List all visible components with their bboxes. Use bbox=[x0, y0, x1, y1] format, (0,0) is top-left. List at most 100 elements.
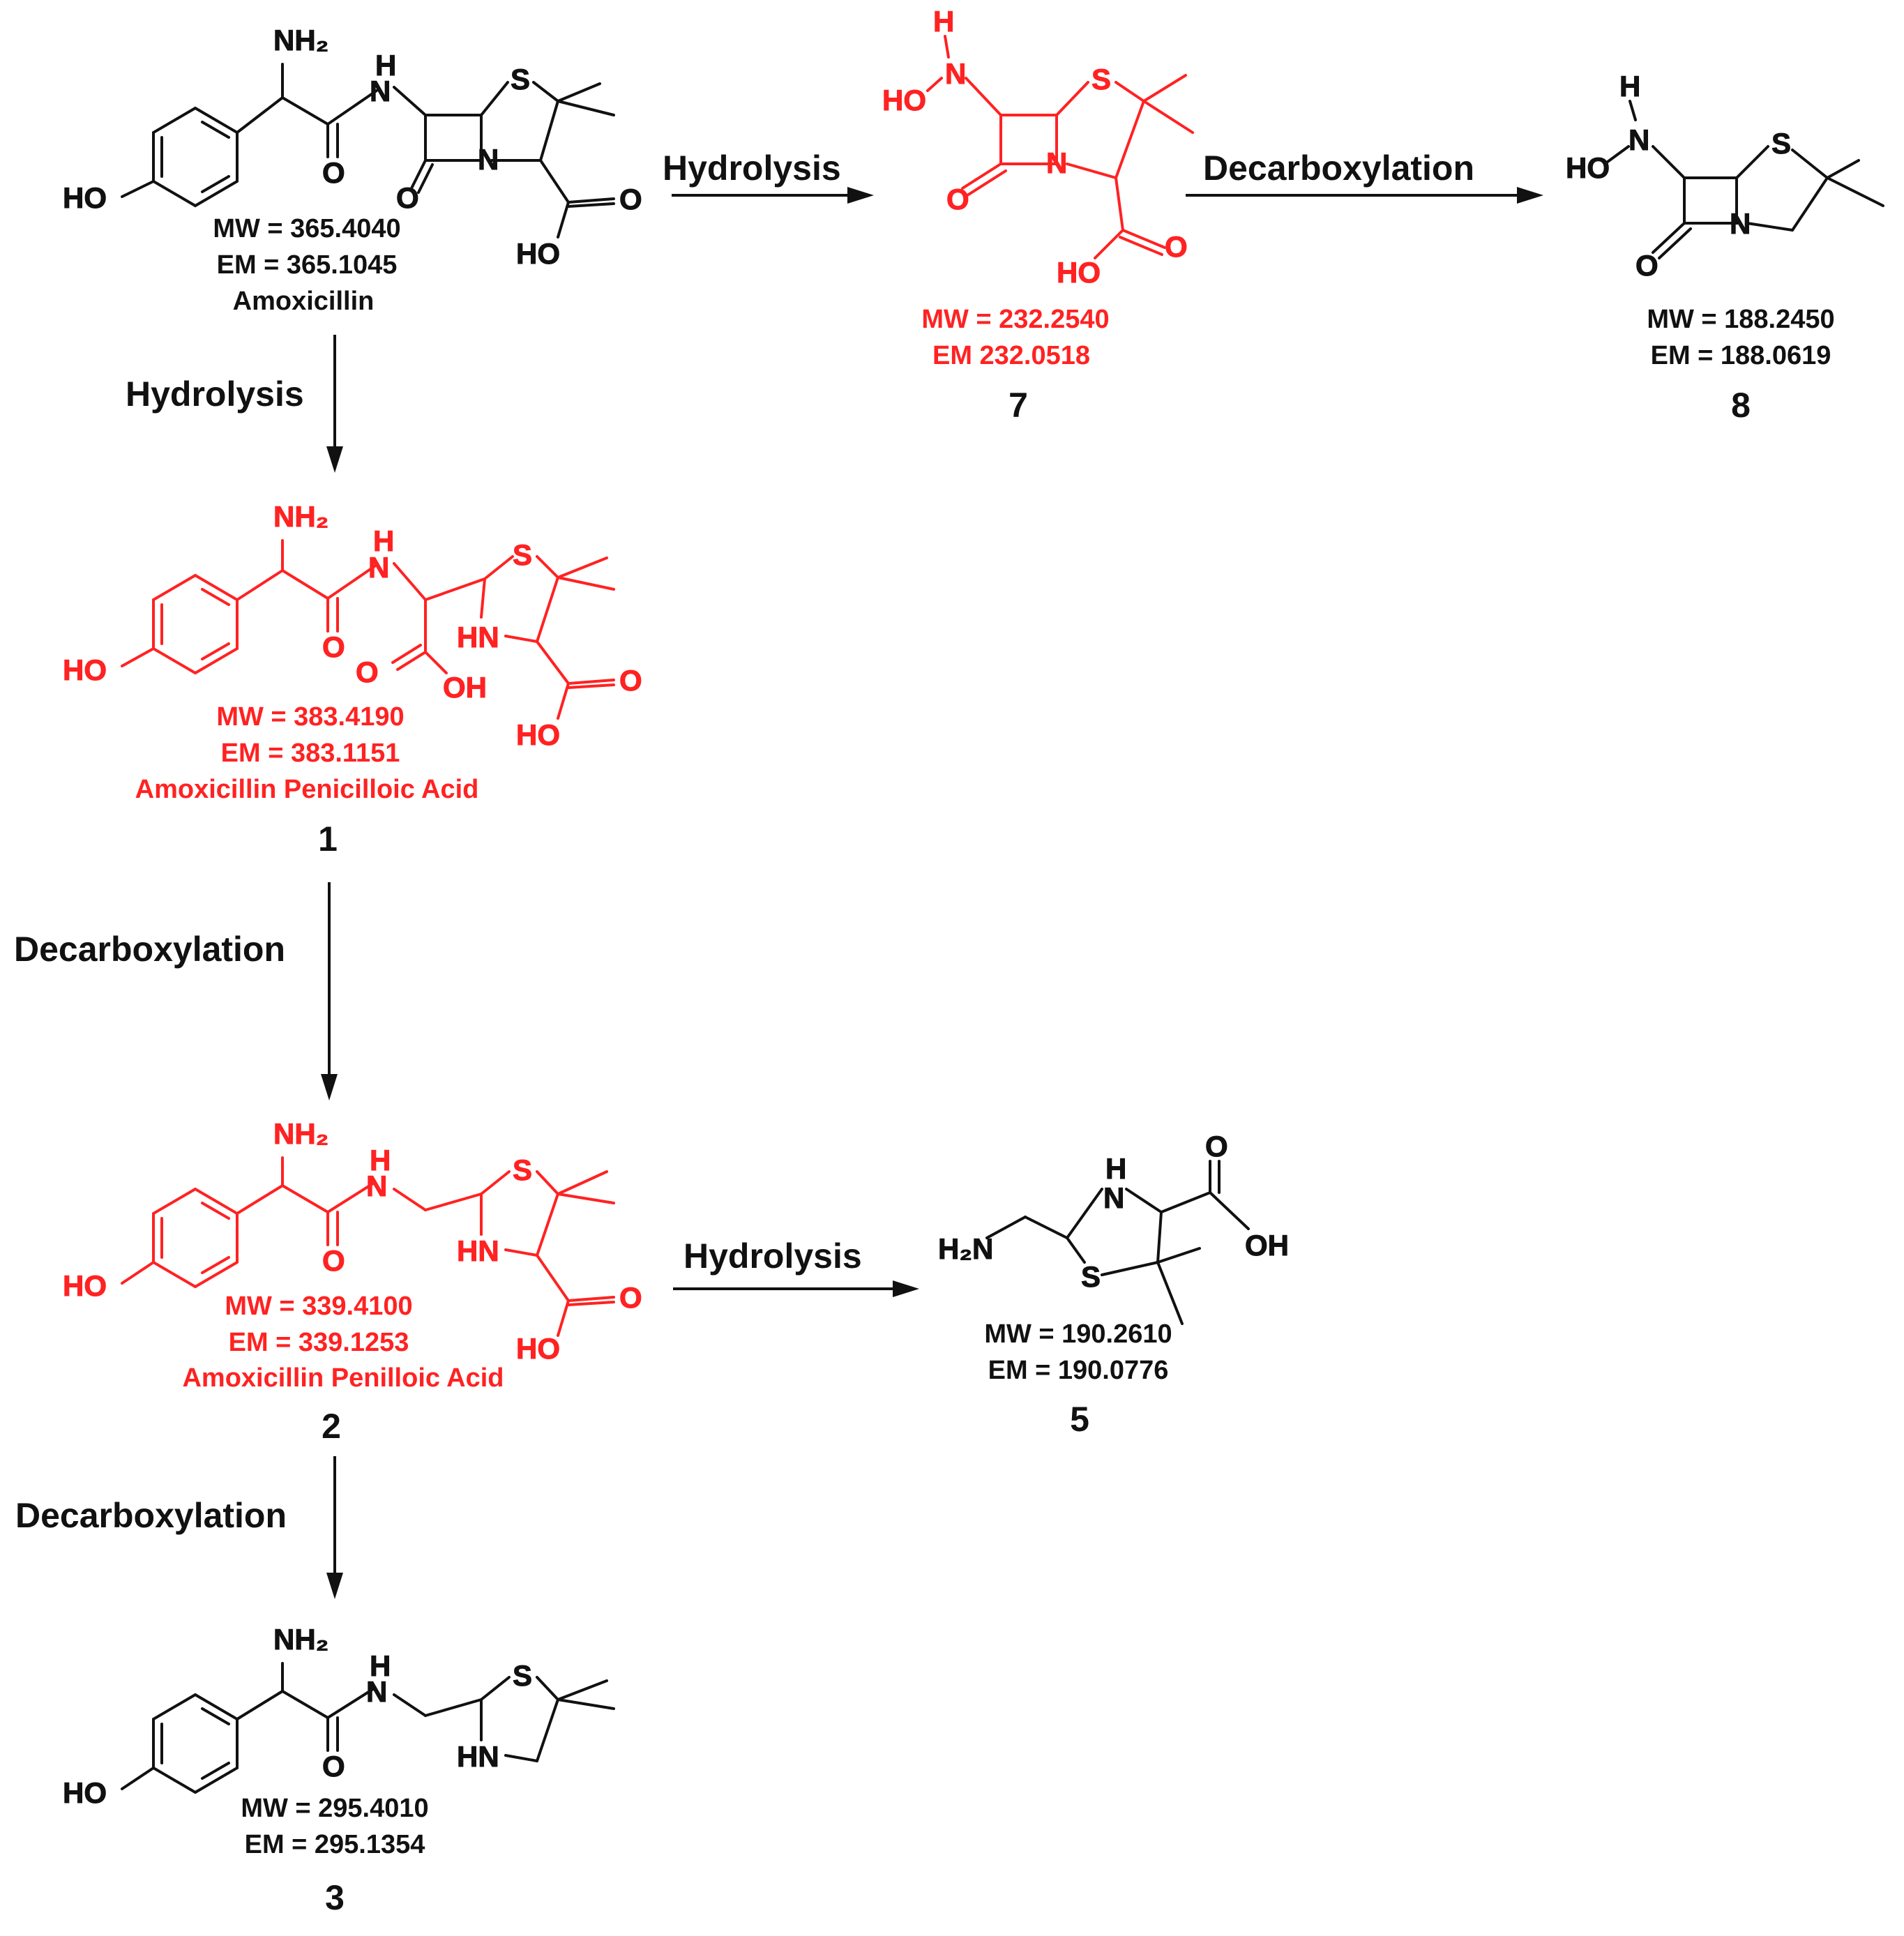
atom-label: HO bbox=[516, 237, 560, 270]
atom-label: O bbox=[1205, 1130, 1228, 1163]
atom-label: N bbox=[370, 75, 391, 107]
molecule-bonds bbox=[985, 1160, 1250, 1325]
atom-label: HO bbox=[63, 653, 107, 686]
compound-number: 3 bbox=[325, 1878, 345, 1917]
molecule-bonds bbox=[121, 1662, 615, 1794]
reaction-label-decarboxylation: Decarboxylation bbox=[15, 1496, 287, 1535]
atom-label: N bbox=[368, 551, 389, 584]
compound-number: 8 bbox=[1731, 386, 1751, 425]
atom-label: O bbox=[322, 156, 345, 189]
molecular-weight: MW = 383.4190 bbox=[216, 702, 404, 732]
arrow-amoxicillin-to-1: Hydrolysis bbox=[126, 335, 343, 473]
atom-label: O bbox=[322, 1750, 345, 1783]
atom-label: H bbox=[373, 524, 394, 557]
atom-label: O bbox=[322, 1244, 345, 1277]
atom-label: NH₂ bbox=[273, 1623, 328, 1656]
atom-label: N bbox=[1629, 123, 1649, 156]
compound-number: 1 bbox=[318, 819, 338, 859]
arrow-1-to-2: Decarboxylation bbox=[14, 882, 338, 1101]
atom-label: HO bbox=[1566, 151, 1610, 184]
atom-label: HO bbox=[516, 718, 560, 751]
compound-name: Amoxicillin Penicilloic Acid bbox=[135, 775, 479, 804]
compound-7: H N HO O S N O HO MW = 232.2540 EM 232.0… bbox=[882, 5, 1194, 425]
atom-label: HN bbox=[457, 1234, 499, 1267]
atom-label: O bbox=[619, 1281, 642, 1314]
arrow-2-to-3: Decarboxylation bbox=[15, 1456, 343, 1599]
atom-label: H₂N bbox=[938, 1232, 993, 1265]
reaction-label-hydrolysis: Hydrolysis bbox=[683, 1237, 862, 1276]
compound-5: H₂N H N S O OH MW = 190.2610 EM = 190.07… bbox=[938, 1130, 1290, 1439]
atom-label: HO bbox=[63, 1269, 107, 1302]
atom-label: O bbox=[1635, 249, 1659, 282]
compound-number: 7 bbox=[1008, 386, 1028, 425]
atom-label: N bbox=[1103, 1181, 1124, 1214]
atom-label: S bbox=[513, 1154, 532, 1186]
molecule-bonds bbox=[121, 539, 615, 720]
atom-label: H bbox=[1619, 70, 1640, 103]
atom-label: S bbox=[513, 1659, 532, 1692]
atom-label: HO bbox=[882, 84, 926, 116]
atom-label: S bbox=[1081, 1260, 1101, 1293]
atom-label: HO bbox=[1057, 256, 1101, 289]
atom-label: O bbox=[1165, 230, 1188, 263]
atom-label: S bbox=[511, 63, 530, 96]
reaction-label-decarboxylation: Decarboxylation bbox=[1203, 149, 1474, 188]
compound-3: NH₂ H N O S HN HO MW = 295.4010 EM = 295… bbox=[63, 1623, 615, 1917]
atom-label: HN bbox=[457, 621, 499, 653]
compound-8: H N HO O S N MW = 188.2450 EM = 188.0619… bbox=[1566, 70, 1884, 425]
atom-label: H bbox=[370, 1649, 391, 1682]
atom-label: N bbox=[478, 143, 499, 176]
compound-name: Amoxicillin Penilloic Acid bbox=[182, 1363, 504, 1393]
atom-label: O bbox=[396, 181, 419, 214]
exact-mass: EM = 188.0619 bbox=[1651, 341, 1831, 370]
atom-label: HO bbox=[63, 1776, 107, 1809]
molecular-weight: MW = 339.4100 bbox=[225, 1292, 412, 1321]
arrow-7-to-8: Decarboxylation bbox=[1186, 149, 1543, 204]
reaction-label-decarboxylation: Decarboxylation bbox=[14, 930, 285, 969]
molecule-bonds bbox=[1606, 100, 1884, 259]
atom-label: S bbox=[1771, 127, 1791, 160]
reaction-label-hydrolysis: Hydrolysis bbox=[126, 375, 304, 414]
exact-mass: EM 232.0518 bbox=[932, 341, 1090, 370]
atom-label: S bbox=[1091, 63, 1111, 96]
atom-label: N bbox=[1730, 207, 1751, 240]
arrow-amoxicillin-to-7: Hydrolysis bbox=[663, 149, 874, 204]
exact-mass: EM = 365.1045 bbox=[217, 250, 398, 280]
atom-label: HN bbox=[457, 1740, 499, 1773]
molecular-weight: MW = 232.2540 bbox=[921, 305, 1109, 334]
molecule-bonds bbox=[121, 1156, 615, 1337]
compound-1: NH₂ H N O O OH S HN O HO HO MW = 383.419… bbox=[63, 500, 643, 859]
atom-label: N bbox=[945, 57, 966, 90]
exact-mass: EM = 295.1354 bbox=[245, 1830, 425, 1859]
compound-number: 2 bbox=[322, 1407, 341, 1446]
atom-label: H bbox=[370, 1144, 391, 1177]
atom-label: N bbox=[366, 1675, 387, 1708]
atom-label: HO bbox=[63, 181, 107, 214]
atom-label: N bbox=[366, 1170, 387, 1202]
atom-label: OH bbox=[1245, 1229, 1289, 1262]
atom-label: NH₂ bbox=[273, 24, 328, 56]
molecular-weight: MW = 190.2610 bbox=[984, 1319, 1172, 1349]
exact-mass: EM = 339.1253 bbox=[229, 1328, 409, 1357]
atom-label: H bbox=[933, 5, 954, 38]
reaction-label-hydrolysis: Hydrolysis bbox=[663, 149, 841, 188]
atom-label: S bbox=[513, 538, 532, 571]
exact-mass: EM = 190.0776 bbox=[988, 1356, 1169, 1385]
compound-amoxicillin: NH₂ H N O O S N O HO HO MW = 365.4040 EM… bbox=[63, 24, 643, 317]
atom-label: O bbox=[356, 656, 379, 688]
atom-label: O bbox=[619, 664, 642, 697]
molecular-weight: MW = 295.4010 bbox=[241, 1794, 428, 1823]
molecule-bonds bbox=[121, 63, 615, 239]
atom-label: O bbox=[946, 183, 969, 215]
compound-number: 5 bbox=[1070, 1400, 1089, 1439]
atom-label: N bbox=[1046, 146, 1067, 179]
exact-mass: EM = 383.1151 bbox=[221, 739, 400, 768]
atom-label: OH bbox=[443, 671, 487, 704]
atom-label: NH₂ bbox=[273, 1117, 328, 1150]
atom-label: NH₂ bbox=[273, 500, 328, 533]
compound-2: NH₂ H N O S HN O HO HO MW = 339.4100 EM … bbox=[63, 1117, 643, 1446]
atom-label: H bbox=[375, 49, 396, 82]
arrow-2-to-5: Hydrolysis bbox=[673, 1237, 919, 1297]
atom-label: H bbox=[1105, 1152, 1126, 1185]
